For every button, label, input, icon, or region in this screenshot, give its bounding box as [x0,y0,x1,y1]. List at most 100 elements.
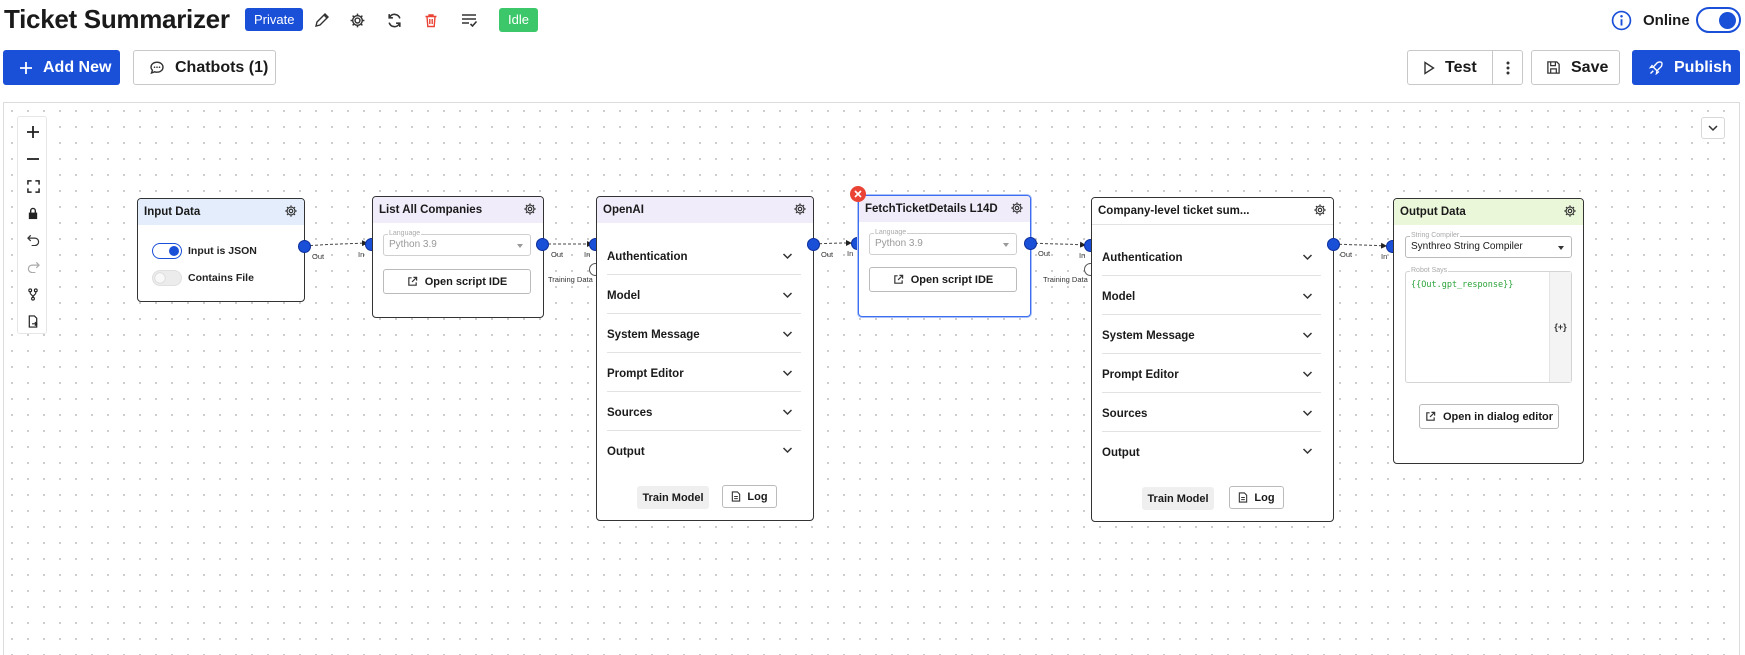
chevron-down-icon [782,331,793,338]
language-select[interactable]: Language Python 3.9 [383,229,531,256]
external-link-icon [407,276,417,286]
chatbots-button[interactable]: Chatbots (1) [133,50,276,85]
zoom-in-icon[interactable] [23,122,43,142]
input-json-toggle[interactable] [152,243,182,259]
flow-canvas[interactable] [3,102,1740,655]
node-title: Company-level ticket sum... [1098,205,1250,217]
open-script-ide-button[interactable]: Open script IDE [869,267,1017,292]
accordion-output[interactable]: Output [607,434,801,469]
chatbots-label: Chatbots (1) [175,58,269,76]
external-link-icon [1426,411,1436,421]
accordion-prompt-editor[interactable]: Prompt Editor [1102,358,1321,393]
gear-icon[interactable] [1010,201,1024,215]
node-header[interactable]: Company-level ticket sum... [1092,198,1333,224]
gear-icon[interactable] [284,204,298,218]
collapse-panel-button[interactable] [1701,117,1725,139]
checklist-icon[interactable] [459,10,479,30]
gear-icon[interactable] [523,202,537,216]
robot-code[interactable]: {{Out.gpt_response}} [1411,280,1514,290]
fit-view-icon[interactable] [23,176,43,196]
ide-label: Open script IDE [424,275,508,288]
redo-icon[interactable] [23,257,43,277]
gear-icon[interactable] [1563,204,1577,218]
accordion-model[interactable]: Model [607,279,801,314]
publish-button[interactable]: Publish [1632,50,1740,85]
accordion-sources[interactable]: Sources [1102,397,1321,432]
accordion-prompt-editor[interactable]: Prompt Editor [607,357,801,392]
compiler-value: Synthreo String Compiler [1411,241,1523,252]
dialog-editor-label: Open in dialog editor [1443,410,1553,423]
accordion-label: Model [607,290,641,302]
caret-down-icon [1003,243,1009,247]
node-output-data[interactable]: Output Data String Compiler Synthreo Str… [1393,198,1584,464]
robot-says-editor[interactable]: Robot Says {{Out.gpt_response}} {+} [1405,266,1572,383]
chevron-down-icon [782,253,793,260]
contains-file-toggle[interactable] [152,270,182,286]
log-button[interactable]: Log [722,485,777,508]
lock-icon[interactable] [23,203,43,223]
output-port[interactable] [1024,237,1037,250]
gear-icon[interactable] [347,10,367,30]
add-new-button[interactable]: Add New [3,50,120,85]
trash-icon[interactable] [421,10,441,30]
online-toggle[interactable] [1696,7,1741,33]
node-company-level-ticket-summary[interactable]: Company-level ticket sum... Authenticati… [1091,197,1334,522]
chat-bubble-icon [150,60,164,74]
accordion-authentication[interactable]: Authentication [607,240,801,275]
node-openai[interactable]: OpenAI Authentication Model System Messa… [596,196,814,521]
port-label-in: In [584,250,591,259]
publish-label: Publish [1674,58,1732,76]
gear-icon[interactable] [1313,203,1327,217]
info-icon[interactable] [1611,10,1632,31]
train-model-button[interactable]: Train Model [637,486,709,509]
node-title: List All Companies [379,204,483,216]
chevron-down-icon [782,292,793,299]
undo-icon[interactable] [23,230,43,250]
branch-icon[interactable] [23,284,43,304]
output-port[interactable] [1327,238,1340,251]
node-title: FetchTicketDetails L14D [865,203,998,215]
log-button[interactable]: Log [1229,486,1284,509]
document-export-icon[interactable] [23,311,43,331]
accordion-sources[interactable]: Sources [607,396,801,431]
open-dialog-editor-button[interactable]: Open in dialog editor [1419,404,1559,429]
accordion-system-message[interactable]: System Message [1102,319,1321,354]
output-port[interactable] [298,240,311,253]
open-script-ide-button[interactable]: Open script IDE [383,269,531,294]
accordion-model[interactable]: Model [1102,280,1321,315]
insert-variable-button[interactable]: {+} [1549,272,1571,382]
string-compiler-select[interactable]: String Compiler Synthreo String Compiler [1405,231,1572,258]
accordion-output[interactable]: Output [1102,435,1321,470]
train-model-button[interactable]: Train Model [1142,487,1214,510]
accordion-authentication[interactable]: Authentication [1102,241,1321,276]
node-header[interactable]: FetchTicketDetails L14D [859,196,1030,222]
caret-down-icon [1558,246,1564,250]
node-title: Output Data [1400,206,1466,218]
node-fetch-ticket-details[interactable]: FetchTicketDetails L14D Language Python … [858,195,1031,317]
pencil-icon[interactable] [312,10,332,30]
visibility-badge[interactable]: Private [245,8,304,31]
language-select[interactable]: Language Python 3.9 [869,228,1017,255]
chevron-down-icon [782,409,793,416]
test-button[interactable]: Test [1407,50,1493,85]
accordion-label: Prompt Editor [1102,369,1179,381]
node-header[interactable]: Output Data [1394,199,1583,225]
output-port[interactable] [807,238,820,251]
chevron-down-icon [1302,293,1313,300]
more-options-button[interactable] [1492,50,1523,85]
accordion-system-message[interactable]: System Message [607,318,801,353]
port-label-in: In [847,249,854,258]
log-label: Log [1254,491,1275,504]
error-close-icon[interactable] [850,186,866,202]
refresh-icon[interactable] [384,10,404,30]
gear-icon[interactable] [793,202,807,216]
node-header[interactable]: OpenAI [597,197,813,223]
node-header[interactable]: Input Data [138,199,304,225]
save-button[interactable]: Save [1531,50,1620,85]
output-port[interactable] [536,238,549,251]
node-list-all-companies[interactable]: List All Companies Language Python 3.9 O… [372,196,544,318]
node-header[interactable]: List All Companies [373,197,543,223]
zoom-out-icon[interactable] [23,149,43,169]
online-label: Online [1643,12,1690,29]
node-input-data[interactable]: Input Data Input is JSON Contains File [137,198,305,302]
